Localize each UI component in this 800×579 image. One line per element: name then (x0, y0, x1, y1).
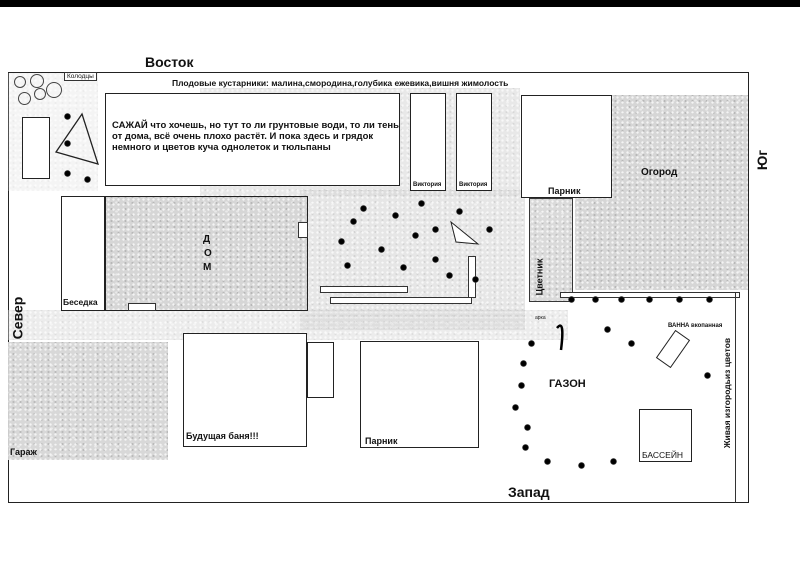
shrub-dot (84, 176, 91, 183)
lawn-bush (512, 404, 519, 411)
flower-dot (456, 208, 463, 215)
flower-garden-label: Цветник (534, 258, 545, 296)
flower-dot (472, 276, 479, 283)
well-5 (34, 88, 46, 100)
house-step (128, 303, 156, 311)
greenhouse-bottom-label: Парник (365, 436, 398, 446)
house-letter-o: О (204, 248, 212, 259)
vegetable-garden-label: Огород (641, 167, 678, 178)
victoria-label-2: Виктория (459, 182, 488, 188)
victoria-bed-1: Виктория (410, 93, 446, 191)
lawn-bush (544, 458, 551, 465)
flower-dot (392, 212, 399, 219)
garage-label: Гараж (10, 447, 37, 457)
well-2 (30, 74, 44, 88)
notes-line-1: САЖАЙ что хочешь, но тут то ли грунтовые… (112, 120, 399, 131)
nw-triangle (52, 112, 102, 172)
lawn-bush (528, 340, 535, 347)
flower-dot (446, 272, 453, 279)
direction-east: Восток (145, 54, 194, 70)
lawn-bush (610, 458, 617, 465)
lawn-bush (520, 360, 527, 367)
flower-border-2 (330, 297, 472, 304)
flower-dot (350, 218, 357, 225)
flower-dot (418, 200, 425, 207)
flower-dot (412, 232, 419, 239)
plot-boundary (8, 72, 749, 503)
lawn-arc (505, 300, 735, 480)
well-1 (14, 76, 26, 88)
bath-label: ВАННА вкопанная (668, 323, 723, 329)
lawn-arc-svg (556, 324, 564, 351)
fence-bush (676, 296, 683, 303)
nw-triangle-svg (54, 112, 99, 165)
lawn-bush (524, 424, 531, 431)
lawn-bush (578, 462, 585, 469)
arch-label: арка (535, 315, 546, 321)
direction-north: Север (9, 296, 26, 340)
garden-center-area (300, 190, 525, 330)
flower-dot (360, 205, 367, 212)
fence-bush (568, 296, 575, 303)
victoria-bed-2: Виктория (456, 93, 492, 191)
greenhouse-bottom: Парник (360, 341, 479, 448)
lawn-bush (704, 372, 711, 379)
flower-dot (486, 226, 493, 233)
gazebo-label: Беседка (63, 297, 98, 307)
wells-label: Колодцы (64, 72, 97, 81)
future-bathhouse-label: Будущая баня!!! (186, 431, 259, 441)
house-porch (298, 222, 308, 238)
lawn-bush (522, 444, 529, 451)
flower-garden-strip (529, 198, 573, 302)
nw-small-box (22, 117, 50, 179)
flower-dot (432, 226, 439, 233)
direction-west: Запад (508, 484, 550, 500)
house-letter-m: М (203, 262, 212, 273)
scan-top-bar (0, 0, 800, 7)
flower-bed-triangle-svg (450, 220, 480, 245)
shrub-dot (64, 140, 71, 147)
bathhouse-annex (307, 342, 334, 398)
gazebo: Беседка (61, 196, 105, 311)
flower-dot (432, 256, 439, 263)
flower-dot (344, 262, 351, 269)
fence-bush (592, 296, 599, 303)
garage-area (8, 342, 168, 460)
lawn-label: ГАЗОН (549, 378, 586, 390)
notes-line-2: от дома, всё очень плохо растёт. И пока … (112, 131, 374, 142)
pool-label: БАССЕЙН (642, 450, 684, 460)
flower-bed-triangle (448, 218, 482, 248)
shrub-dot (64, 113, 71, 120)
well-4 (18, 92, 31, 105)
victoria-label-1: Виктория (413, 182, 442, 188)
shrub-dot (64, 170, 71, 177)
lawn-bush (628, 340, 635, 347)
lawn-bush (518, 382, 525, 389)
flower-dot (378, 246, 385, 253)
future-bathhouse: Будущая баня!!! (183, 333, 307, 447)
house-letter-d: Д (203, 234, 211, 245)
notes-box: САЖАЙ что хочешь, но тут то ли грунтовые… (105, 93, 400, 186)
flower-dot (338, 238, 345, 245)
fence-bush (618, 296, 625, 303)
flower-border-1 (320, 286, 408, 293)
well-3 (46, 82, 62, 98)
direction-south: Юг (754, 149, 771, 171)
house (105, 196, 308, 311)
fence-bush (646, 296, 653, 303)
lawn-bush (604, 326, 611, 333)
flower-dot (400, 264, 407, 271)
notes-line-3: немного и цветов куча однолеток и тюльпа… (112, 142, 331, 153)
hedge-strip (735, 292, 749, 503)
fence-bush (706, 296, 713, 303)
pool: БАССЕЙН (639, 409, 692, 462)
greenhouse-top: Парник (521, 95, 612, 198)
greenhouse-top-label: Парник (548, 186, 581, 196)
shrubs-title: Плодовые кустарники: малина,смородина,го… (172, 78, 509, 88)
